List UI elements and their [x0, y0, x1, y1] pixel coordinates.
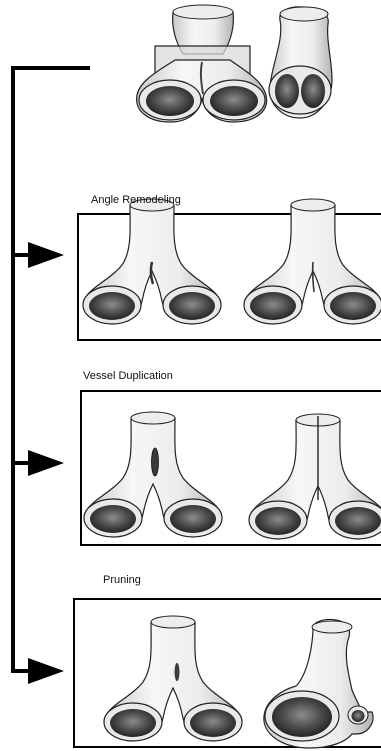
panel-vessel-duplication — [81, 391, 381, 545]
panel-angle-remodeling — [78, 199, 381, 340]
arrow-icon — [11, 242, 64, 268]
bracket-connector — [13, 66, 90, 671]
arrow-icon — [11, 450, 64, 476]
label-pruning: Pruning — [103, 574, 141, 586]
arrow-icon — [11, 658, 64, 684]
vessel-cross-section — [269, 7, 332, 118]
label-vessel-duplication: Vessel Duplication — [83, 370, 173, 382]
label-angle-remodeling: Angle Remodeling — [91, 194, 181, 206]
panel-pruning — [74, 599, 381, 748]
